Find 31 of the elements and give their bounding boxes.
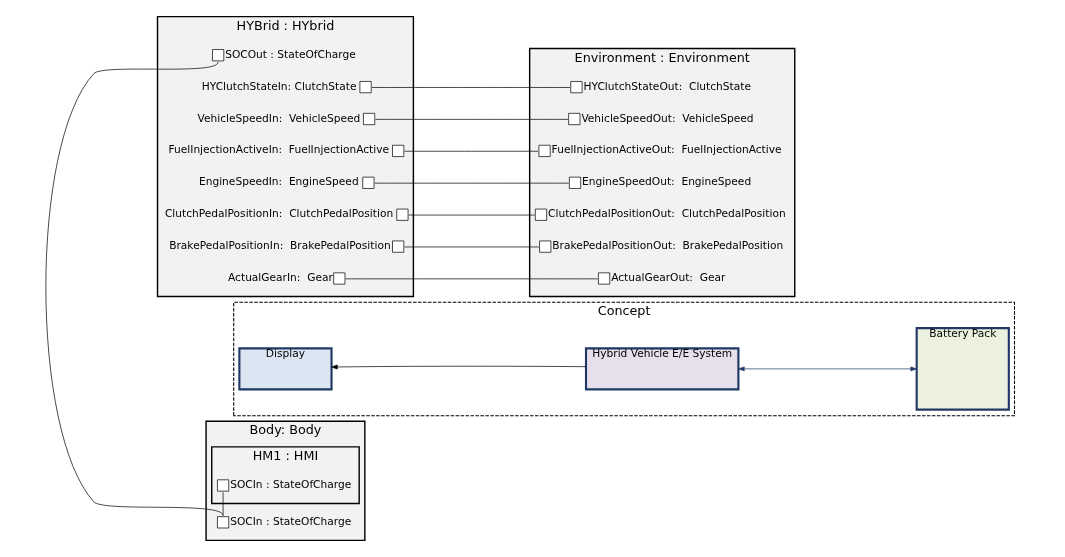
connector bbox=[371, 87, 570, 88]
node-label: SOCIn : StateOfCharge bbox=[229, 514, 351, 528]
arrow bbox=[330, 364, 586, 370]
node-box: Hybrid Vehicle E/E System bbox=[584, 347, 739, 391]
node-label: BrakePedalPositionIn: BrakePedalPosition bbox=[168, 239, 391, 253]
node-label: SOCIn : StateOfCharge bbox=[229, 477, 351, 491]
connector bbox=[407, 214, 535, 216]
node-label: ClutchPedalPositionIn: ClutchPedalPosition bbox=[164, 207, 393, 221]
connector bbox=[344, 278, 598, 280]
connector bbox=[222, 491, 223, 516]
node-label: HYClutchStateOut: ClutchState bbox=[583, 79, 751, 93]
node-label: ClutchPedalPositionOut: ClutchPedalPosition bbox=[547, 207, 786, 221]
node-label: EngineSpeedOut: EngineSpeed bbox=[581, 175, 751, 189]
arrow bbox=[737, 366, 917, 372]
node-label: ActualGearOut: Gear bbox=[610, 270, 725, 284]
node-label: EngineSpeedIn: EngineSpeed bbox=[198, 175, 359, 189]
connector bbox=[374, 119, 568, 120]
node-label: SOCOut : StateOfCharge bbox=[224, 47, 356, 61]
connector bbox=[373, 182, 569, 184]
connector bbox=[403, 150, 538, 152]
node-label: VehicleSpeedIn: VehicleSpeed bbox=[197, 111, 360, 125]
node-label: FuelInjectionActiveIn: FuelInjectionActive bbox=[168, 143, 389, 157]
node-label: ActualGearIn: Gear bbox=[227, 270, 333, 284]
node-label: HYClutchStateIn: ClutchState bbox=[201, 79, 356, 93]
node-label: VehicleSpeedOut: VehicleSpeed bbox=[580, 111, 754, 125]
connector bbox=[403, 246, 539, 248]
node-box: Battery Pack bbox=[915, 327, 1010, 411]
node-box: Display bbox=[237, 347, 333, 391]
node-label: BrakePedalPositionOut: BrakePedalPosition bbox=[551, 239, 783, 253]
node-label: FuelInjectionActiveOut: FuelInjectionActive bbox=[551, 143, 782, 157]
connector bbox=[45, 61, 223, 516]
